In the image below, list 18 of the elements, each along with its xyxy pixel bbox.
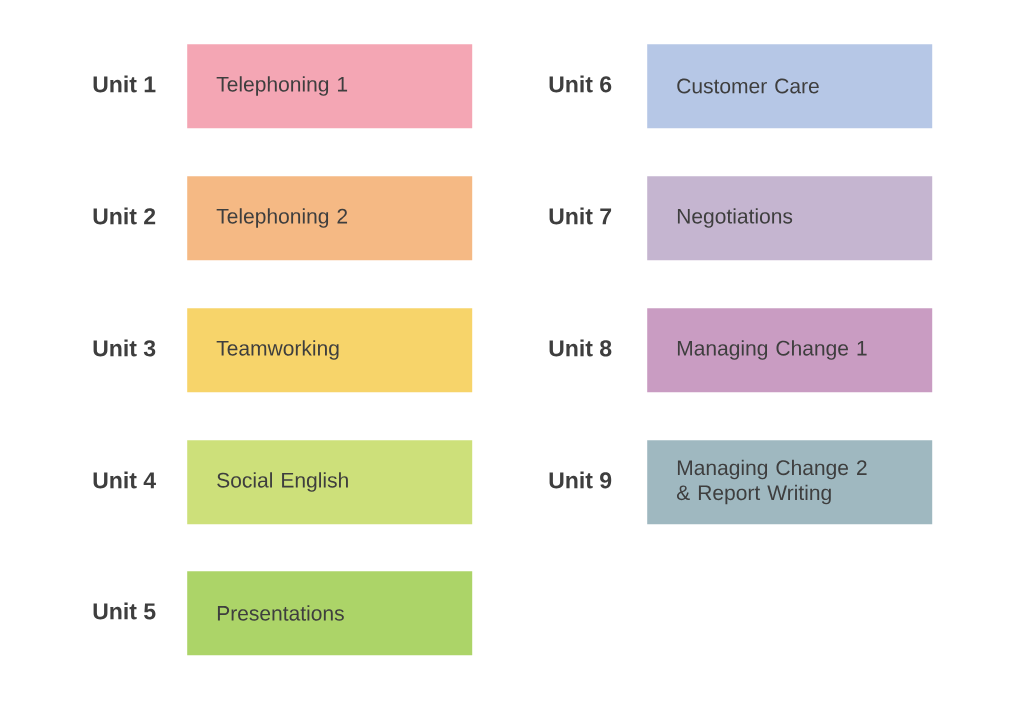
unit-label: Unit 3 (93, 339, 156, 357)
topic-box: Presentations (187, 571, 473, 656)
topic-box: Telephoning 1 (187, 44, 473, 129)
unit-label: Unit 6 (549, 75, 612, 93)
topic-box: Customer Care (647, 44, 933, 129)
unit-label: Unit 7 (549, 207, 612, 225)
topic-box: Teamworking (187, 308, 473, 393)
topic-box: Negotiations (647, 176, 933, 261)
unit-label: Unit 8 (549, 339, 612, 357)
unit-label: Unit 1 (93, 75, 156, 93)
unit-label: Unit 5 (93, 602, 156, 620)
topic-box: Managing Change 1 (647, 308, 933, 393)
unit-label: Unit 9 (549, 471, 612, 489)
topic-box: Managing Change 2 & Report Writing (647, 440, 933, 525)
unit-label: Unit 2 (93, 207, 156, 225)
topic-box: Telephoning 2 (187, 176, 473, 261)
unit-label: Unit 4 (93, 471, 156, 489)
topic-box: Social English (187, 440, 473, 525)
